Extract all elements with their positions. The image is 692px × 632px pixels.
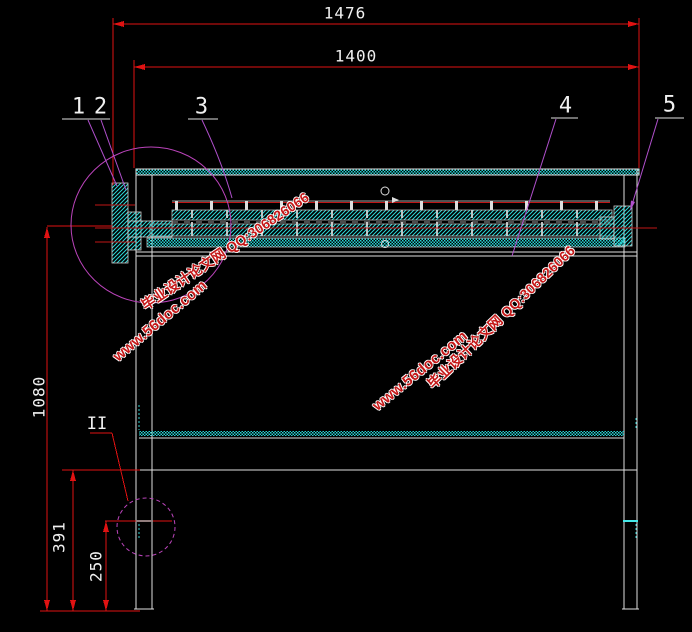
- machine-frame: [134, 168, 640, 610]
- centerlines: [95, 204, 657, 243]
- lower-port-icon: [381, 240, 389, 248]
- detail-circle-II: [116, 497, 176, 557]
- callout-5: 5: [662, 92, 678, 118]
- leader-1: [87, 119, 118, 187]
- detail-circle-main: [70, 146, 232, 304]
- detail-leader: [111, 432, 129, 502]
- callout-leaders: [87, 118, 659, 257]
- dim-text-1476: 1476: [323, 3, 367, 23]
- cutter-bar-assembly: [111, 182, 633, 264]
- flow-arrow-icon: [392, 197, 399, 203]
- right-bearing-block: [613, 205, 633, 247]
- leader-5: [630, 118, 659, 209]
- callout-1: 1: [71, 94, 87, 120]
- dim-text-1080: 1080: [29, 375, 49, 419]
- pulley-section: [111, 182, 129, 264]
- dim-text-250: 250: [86, 550, 106, 582]
- shelf-strip: [139, 431, 624, 436]
- dim-text-1400: 1400: [334, 46, 378, 66]
- dim-text-391: 391: [49, 521, 69, 553]
- grease-fitting-icon: [380, 186, 390, 196]
- callout-3: 3: [194, 94, 210, 120]
- callout-2: 2: [93, 94, 109, 120]
- drive-shaft: [127, 220, 173, 238]
- callout-4: 4: [558, 93, 574, 119]
- leader-4: [511, 118, 557, 257]
- lower-shelf: [136, 405, 638, 540]
- detail-label-II: II: [86, 414, 108, 434]
- leader-5-arrowhead: [630, 200, 635, 211]
- detail-circles: [70, 146, 232, 557]
- callout-underlines: [62, 117, 684, 120]
- leader-2: [100, 119, 127, 191]
- bar-bolt-ticks: [185, 210, 600, 236]
- bar-posts-row: [175, 201, 607, 210]
- dimensions: [40, 18, 640, 612]
- leader-3: [201, 119, 233, 199]
